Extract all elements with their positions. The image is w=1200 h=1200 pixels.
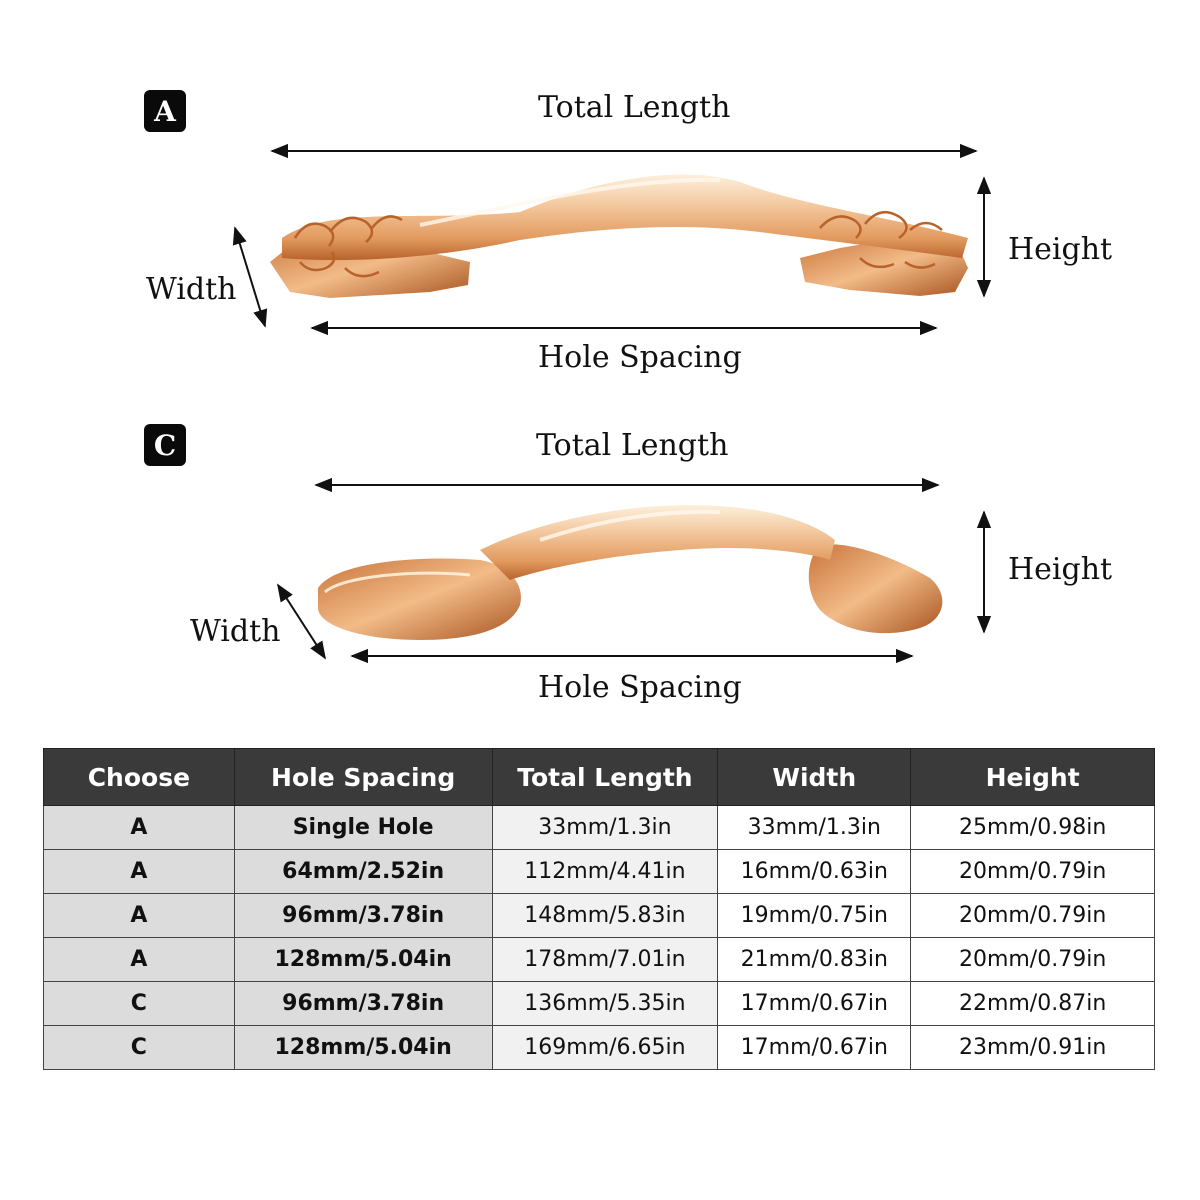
table-row: C 96mm/3.78in 136mm/5.35in 17mm/0.67in 2… <box>43 981 1155 1026</box>
cell-choose: A <box>43 937 235 982</box>
spec-table-header-row: Choose Hole Spacing Total Length Width H… <box>43 748 1155 806</box>
handle-c-left-foot <box>318 558 521 640</box>
cell-hole-spacing: Single Hole <box>233 805 493 850</box>
cell-total-length: 169mm/6.65in <box>491 1025 719 1070</box>
cell-hole-spacing: 128mm/5.04in <box>233 1025 493 1070</box>
handle-c-bow <box>480 505 835 580</box>
cell-choose: A <box>43 849 235 894</box>
handle-c-width-arrow <box>277 583 326 660</box>
cell-width: 17mm/0.67in <box>717 1025 912 1070</box>
cell-width: 17mm/0.67in <box>717 981 912 1026</box>
handle-a-bow <box>282 174 968 261</box>
cell-choose: C <box>43 1025 235 1070</box>
header-choose: Choose <box>43 748 235 806</box>
cell-total-length: 178mm/7.01in <box>491 937 719 982</box>
dimension-diagram <box>232 143 992 664</box>
handle-a-illustration <box>270 174 968 298</box>
cell-choose: C <box>43 981 235 1026</box>
cell-total-length: 33mm/1.3in <box>491 805 719 850</box>
header-width: Width <box>717 748 912 806</box>
handle-a-total-length-label: Total Length <box>538 90 731 125</box>
table-row: A 64mm/2.52in 112mm/4.41in 16mm/0.63in 2… <box>43 849 1155 894</box>
cell-hole-spacing: 96mm/3.78in <box>233 893 493 938</box>
handle-a-hole-spacing-label: Hole Spacing <box>538 340 742 375</box>
handle-c-illustration <box>318 505 943 640</box>
handle-c-right-foot <box>808 544 943 634</box>
cell-width: 33mm/1.3in <box>717 805 912 850</box>
cell-height: 20mm/0.79in <box>910 849 1155 894</box>
handle-c-hole-spacing-label: Hole Spacing <box>538 670 742 705</box>
handle-a-width-arrow <box>232 226 268 328</box>
cell-hole-spacing: 96mm/3.78in <box>233 981 493 1026</box>
handle-c-total-length-label: Total Length <box>536 428 729 463</box>
table-row: A 128mm/5.04in 178mm/7.01in 21mm/0.83in … <box>43 937 1155 982</box>
cell-total-length: 136mm/5.35in <box>491 981 719 1026</box>
handle-a-width-label: Width <box>146 272 237 307</box>
table-row: A 96mm/3.78in 148mm/5.83in 19mm/0.75in 2… <box>43 893 1155 938</box>
badge-c: C <box>144 424 186 466</box>
cell-width: 21mm/0.83in <box>717 937 912 982</box>
header-total-length: Total Length <box>491 748 719 806</box>
cell-width: 16mm/0.63in <box>717 849 912 894</box>
cell-height: 20mm/0.79in <box>910 893 1155 938</box>
handle-a-height-label: Height <box>1008 232 1113 267</box>
header-height: Height <box>910 748 1155 806</box>
handle-c-width-label: Width <box>190 614 281 649</box>
cell-choose: A <box>43 893 235 938</box>
spec-table: Choose Hole Spacing Total Length Width H… <box>43 748 1155 1070</box>
cell-width: 19mm/0.75in <box>717 893 912 938</box>
header-hole-spacing: Hole Spacing <box>233 748 493 806</box>
cell-height: 20mm/0.79in <box>910 937 1155 982</box>
cell-total-length: 148mm/5.83in <box>491 893 719 938</box>
cell-hole-spacing: 128mm/5.04in <box>233 937 493 982</box>
badge-a: A <box>144 90 186 132</box>
cell-height: 22mm/0.87in <box>910 981 1155 1026</box>
cell-height: 25mm/0.98in <box>910 805 1155 850</box>
cell-total-length: 112mm/4.41in <box>491 849 719 894</box>
cell-hole-spacing: 64mm/2.52in <box>233 849 493 894</box>
table-row: A Single Hole 33mm/1.3in 33mm/1.3in 25mm… <box>43 805 1155 850</box>
cell-height: 23mm/0.91in <box>910 1025 1155 1070</box>
handle-a-ornament <box>293 211 943 278</box>
table-row: C 128mm/5.04in 169mm/6.65in 17mm/0.67in … <box>43 1025 1155 1070</box>
handle-c-height-label: Height <box>1008 552 1113 587</box>
cell-choose: A <box>43 805 235 850</box>
